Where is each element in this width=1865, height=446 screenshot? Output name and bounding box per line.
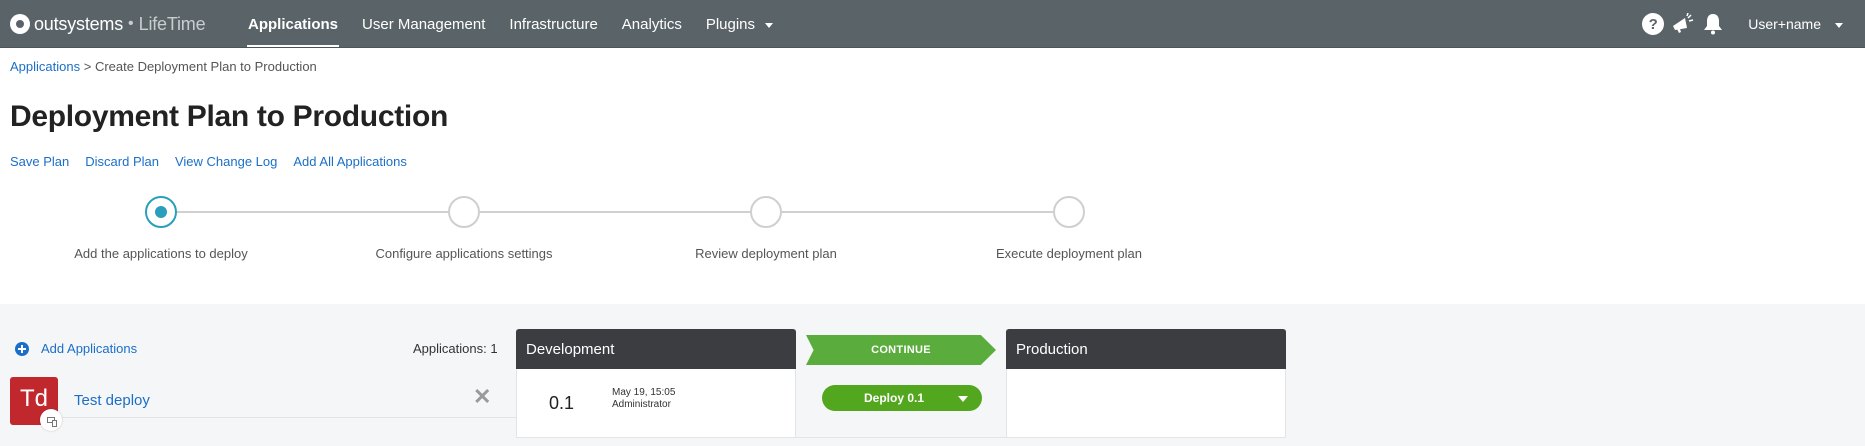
user-name: User+name — [1748, 16, 1821, 32]
nav-analytics[interactable]: Analytics — [610, 0, 694, 48]
bell-icon — [1704, 14, 1723, 35]
deploy-actions-column: CONTINUE Deploy 0.1 — [796, 329, 1006, 438]
nav-infrastructure[interactable]: Infrastructure — [497, 0, 609, 48]
top-navigation-bar: outsystems • LifeTime Applications User … — [0, 0, 1865, 48]
step-add-applications: Add the applications to deploy — [41, 194, 281, 261]
step-configure-settings: Configure applications settings — [344, 194, 584, 261]
top-right-controls: ? User+name — [1638, 0, 1865, 48]
notifications-button[interactable] — [1698, 0, 1728, 48]
step-pending-icon — [1053, 196, 1085, 228]
step-label: Review deployment plan — [695, 246, 837, 261]
nav-label: Analytics — [621, 15, 682, 33]
logo[interactable]: outsystems • LifeTime — [10, 10, 206, 38]
target-env-header: Production — [1006, 329, 1286, 369]
breadcrumb-applications-link[interactable]: Applications — [10, 59, 81, 74]
step-connector — [782, 211, 1054, 213]
announcements-button[interactable] — [1668, 0, 1698, 48]
add-all-applications-link[interactable]: Add All Applications — [293, 154, 407, 169]
source-env-header: Development — [516, 329, 796, 369]
step-connector — [480, 211, 752, 213]
plan-actions: Save Plan Discard Plan View Change Log A… — [10, 154, 407, 169]
breadcrumb: Applications > Create Deployment Plan to… — [10, 59, 317, 74]
step-connector — [176, 211, 450, 213]
version-author: Administrator — [612, 399, 671, 410]
logo-separator: • — [128, 15, 134, 32]
megaphone-icon — [1673, 13, 1694, 33]
user-menu[interactable]: User+name — [1748, 16, 1865, 32]
add-applications-label: Add Applications — [41, 341, 138, 356]
deploy-version-dropdown[interactable]: Deploy 0.1 — [822, 385, 982, 411]
deploy-label: Deploy 0.1 — [863, 391, 925, 405]
add-applications-button[interactable]: Add Applications — [15, 341, 137, 356]
step-label: Add the applications to deploy — [74, 246, 248, 261]
plus-circle-icon — [15, 341, 29, 356]
deployment-workspace: Add Applications Applications: 1 Td Test… — [0, 304, 1865, 446]
step-review-plan: Review deployment plan — [646, 194, 886, 261]
chevron-down-icon — [765, 22, 774, 28]
breadcrumb-separator: > — [80, 59, 95, 74]
source-environment-panel: Development 0.1 May 19, 15:05 Administra… — [516, 329, 796, 438]
applications-count: Applications: 1 — [413, 341, 498, 356]
step-label: Execute deployment plan — [996, 246, 1142, 261]
nav-applications[interactable]: Applications — [236, 0, 350, 48]
breadcrumb-current: Create Deployment Plan to Production — [94, 59, 317, 74]
brand-name: outsystems — [34, 13, 124, 34]
application-row: Td Test deploy ✕ — [10, 376, 516, 431]
nav-label: Plugins — [705, 15, 756, 33]
outsystems-logo-icon — [10, 14, 30, 34]
nav-label: Infrastructure — [509, 15, 598, 33]
target-environment-panel: Production — [1006, 329, 1286, 438]
nav-user-management[interactable]: User Management — [350, 0, 497, 48]
discard-plan-link[interactable]: Discard Plan — [85, 154, 159, 169]
step-execute-plan: Execute deployment plan — [949, 194, 1189, 261]
nav-plugins[interactable]: Plugins — [694, 0, 785, 48]
deployment-stepper: Add the applications to deploy Configure… — [0, 194, 1200, 274]
step-label: Configure applications settings — [375, 246, 553, 261]
responsive-app-icon — [40, 409, 62, 431]
help-button[interactable]: ? — [1638, 0, 1668, 48]
continue-button[interactable]: CONTINUE — [806, 335, 996, 365]
step-pending-icon — [448, 196, 480, 228]
nav-label: User Management — [362, 15, 486, 33]
app-version: 0.1 — [549, 393, 575, 413]
app-name-link[interactable]: Test deploy — [74, 392, 150, 409]
chevron-down-icon — [958, 396, 968, 402]
step-pending-icon — [750, 196, 782, 228]
chevron-down-icon — [1835, 22, 1843, 28]
save-plan-link[interactable]: Save Plan — [10, 154, 70, 169]
product-name: LifeTime — [138, 13, 206, 34]
help-icon: ? — [1642, 13, 1665, 35]
page-title: Deployment Plan to Production — [10, 100, 448, 133]
view-change-log-link[interactable]: View Change Log — [174, 154, 278, 169]
version-meta: May 19, 15:05 Administrator — [612, 387, 675, 411]
version-date: May 19, 15:05 — [612, 387, 676, 398]
remove-app-icon[interactable]: ✕ — [473, 384, 492, 409]
step-active-icon — [145, 196, 177, 228]
main-nav: Applications User Management Infrastruct… — [236, 0, 785, 48]
nav-label: Applications — [248, 15, 339, 33]
